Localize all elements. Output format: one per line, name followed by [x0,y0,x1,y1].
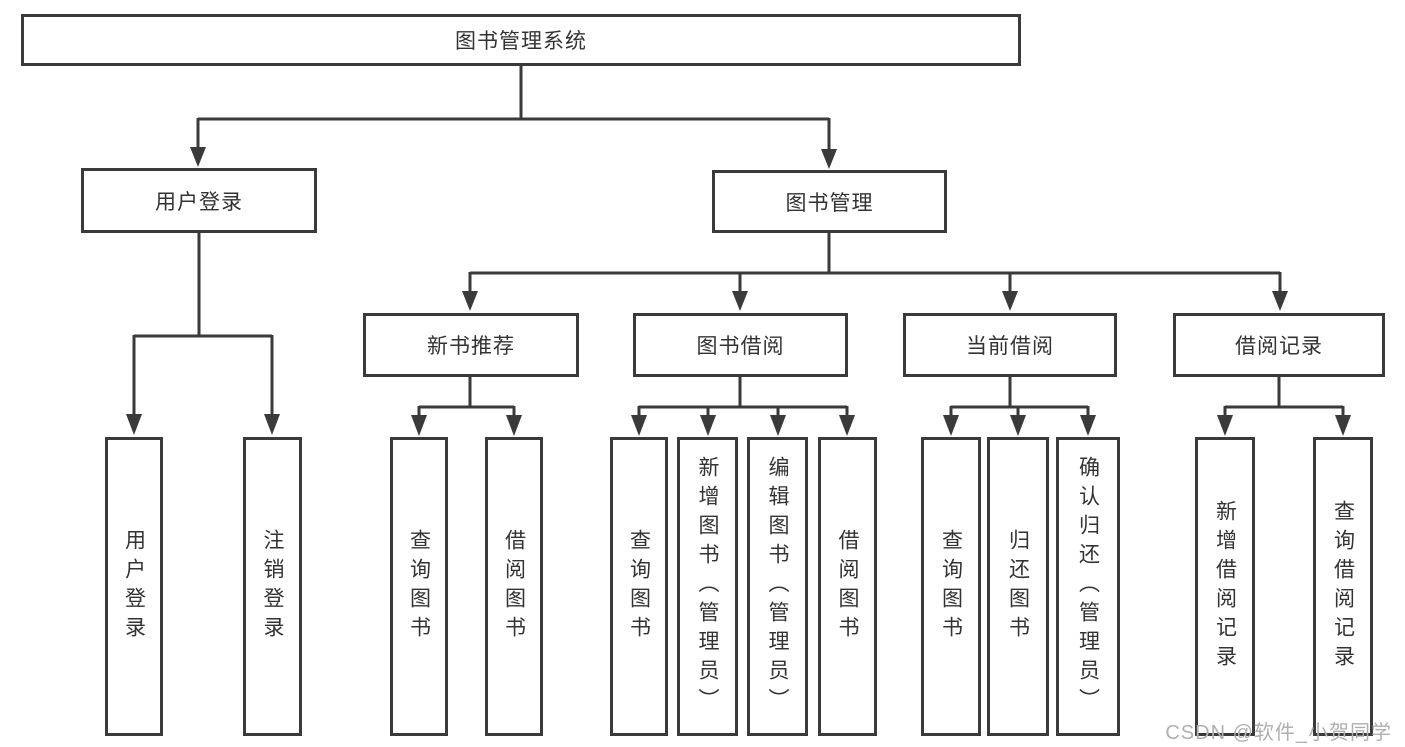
node-user-login: 用户登录 [81,168,317,233]
leaf-borrow-books-recommend: 借阅图书 [485,437,543,736]
leaf-user-login: 用户登录 [105,437,163,736]
leaf-query-books-borrow: 查询图书 [610,437,668,736]
leaf-query-borrow-record: 查询借阅记录 [1313,437,1373,736]
leaf-query-books-recommend: 查询图书 [390,437,448,736]
leaf-return-books-label: 归还图书 [1006,528,1030,645]
node-borrow-records: 借阅记录 [1173,313,1385,377]
csdn-watermark: CSDN @软件_小贺同学 [1165,722,1392,744]
leaf-confirm-return-admin: 确认归还（管理员） [1056,437,1120,736]
leaf-confirm-return-admin-label: 确认归还（管理员） [1076,456,1100,717]
node-root-library-system: 图书管理系统 [21,14,1021,66]
leaf-borrow-books-recommend-label: 借阅图书 [502,528,526,645]
leaf-logout: 注销登录 [243,437,302,736]
node-current-borrow-label: 当前借阅 [966,335,1054,358]
leaf-edit-books-admin-label: 编辑图书（管理员） [766,456,789,717]
leaf-query-books-current: 查询图书 [921,437,981,736]
node-book-borrow-label: 图书借阅 [696,335,785,358]
leaf-borrow-books-label: 借阅图书 [836,528,859,645]
node-book-borrow: 图书借阅 [633,313,848,377]
leaf-query-books-recommend-label: 查询图书 [407,528,431,645]
leaf-logout-label: 注销登录 [261,528,284,645]
node-borrow-records-label: 借阅记录 [1235,335,1323,358]
leaf-return-books: 归还图书 [987,437,1049,736]
node-book-management: 图书管理 [712,170,947,233]
node-current-borrow: 当前借阅 [903,313,1117,377]
leaf-query-borrow-record-label: 查询借阅记录 [1331,499,1355,674]
leaf-add-borrow-record-label: 新增借阅记录 [1213,499,1237,674]
node-new-book-recommend-label: 新书推荐 [427,335,515,358]
node-new-book-recommend: 新书推荐 [363,313,579,377]
leaf-edit-books-admin: 编辑图书（管理员） [747,437,808,736]
leaf-user-login-label: 用户登录 [122,528,146,645]
leaf-add-books-admin-label: 新增图书（管理员） [696,456,719,717]
leaf-query-books-borrow-label: 查询图书 [627,528,651,645]
node-user-login-label: 用户登录 [155,190,243,214]
leaf-query-books-current-label: 查询图书 [939,528,963,645]
leaf-add-borrow-record: 新增借阅记录 [1195,437,1255,736]
leaf-add-books-admin: 新增图书（管理员） [677,437,738,736]
leaf-borrow-books: 借阅图书 [818,437,877,736]
node-root-label: 图书管理系统 [455,30,587,53]
node-book-management-label: 图书管理 [785,191,874,215]
